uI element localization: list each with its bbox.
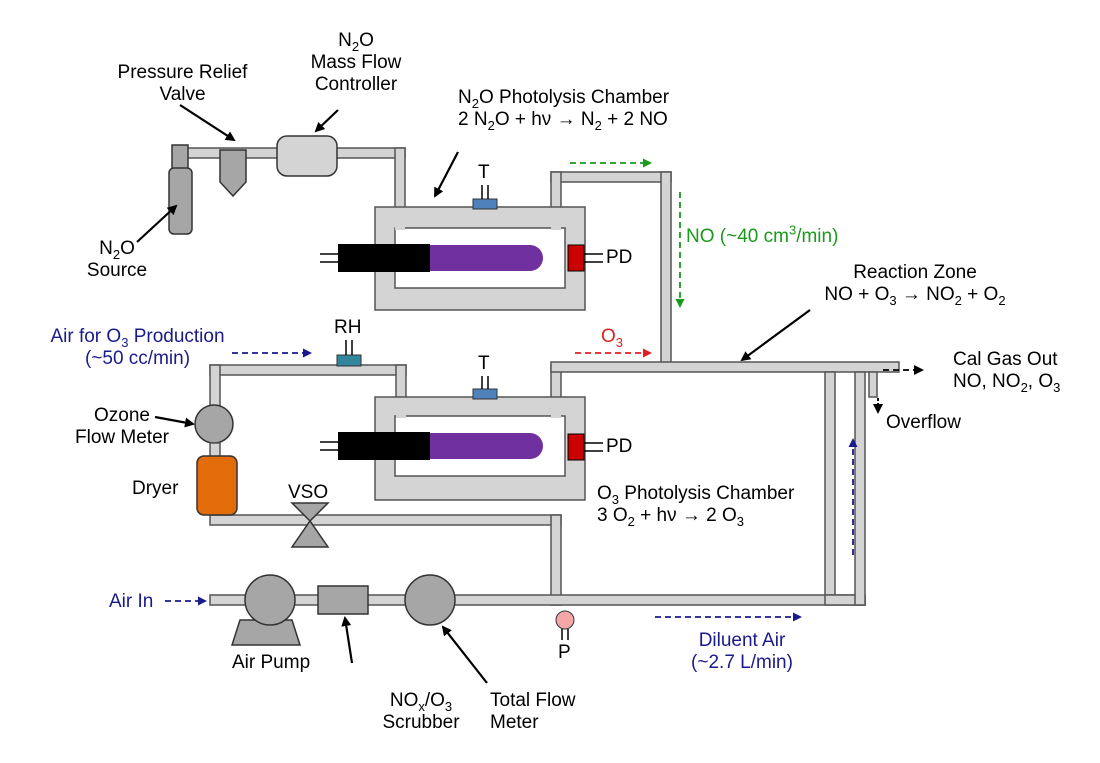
vso-valve-icon <box>290 502 330 548</box>
n2o-mass-flow-controller <box>276 135 338 177</box>
air-pump <box>230 574 302 646</box>
label-diluent-air: Diluent Air (~2.7 L/min) <box>691 630 793 673</box>
label-n2o-chamber: N2O Photolysis Chamber 2 N2O + hν → N2 +… <box>458 87 670 133</box>
label-air-for-o3: Air for O3 Production (~50 cc/min) <box>50 326 225 369</box>
label-pd-upper: PD <box>606 247 633 268</box>
lamp-base-lower <box>338 432 430 460</box>
tubing <box>184 147 900 606</box>
flow-arrows <box>165 158 924 622</box>
label-n2o-mfc: N2O Mass Flow Controller <box>310 30 402 95</box>
label-n2o-source: N2O Source <box>86 238 148 281</box>
label-reaction-zone: Reaction Zone NO + O3 → NO2 + O2 <box>824 262 1006 308</box>
label-p: P <box>558 642 571 663</box>
label-ozone-flow-meter: Ozone Flow Meter <box>75 405 169 448</box>
label-air-in: Air In <box>109 591 154 612</box>
label-pressure-relief-valve: Pressure Relief Valve <box>117 62 248 105</box>
label-pd-lower: PD <box>606 436 633 457</box>
photodiode-lower <box>567 433 585 461</box>
dryer <box>196 455 238 516</box>
label-rh: RH <box>334 317 362 338</box>
photodiode-upper <box>567 244 585 272</box>
n2o-photolysis-chamber <box>320 185 603 311</box>
pointer-arrows <box>136 104 811 684</box>
nox-o3-scrubber <box>317 585 369 615</box>
temp-sensor-upper <box>472 198 498 210</box>
temp-sensor-lower <box>472 388 498 400</box>
ozone-flow-meter <box>194 404 234 444</box>
label-overflow: Overflow <box>886 412 961 433</box>
label-scrubber: NOx/O3 Scrubber <box>382 690 460 733</box>
label-t-lower: T <box>478 353 490 374</box>
pressure-sensor <box>555 610 575 640</box>
label-o3-chamber: O3 Photolysis Chamber 3 O2 + hν → 2 O3 <box>597 483 795 529</box>
label-vso: VSO <box>288 482 329 503</box>
label-t-upper: T <box>478 162 490 183</box>
label-air-pump: Air Pump <box>232 652 311 673</box>
total-flow-meter <box>404 574 456 626</box>
label-dryer: Dryer <box>132 478 179 499</box>
lamp-base-upper <box>338 244 430 272</box>
n2o-source-cylinder <box>168 144 193 235</box>
label-total-flow-meter: Total Flow Meter <box>490 690 576 733</box>
label-o3-arrow: O3 <box>601 326 624 350</box>
pressure-relief-valve-icon <box>219 149 247 198</box>
label-no-flow: NO (~40 cm3/min) <box>686 222 839 247</box>
rh-sensor <box>336 340 362 367</box>
label-cal-gas-out: Cal Gas Out NO, NO2, O3 <box>953 349 1061 395</box>
o3-photolysis-chamber <box>320 376 603 501</box>
